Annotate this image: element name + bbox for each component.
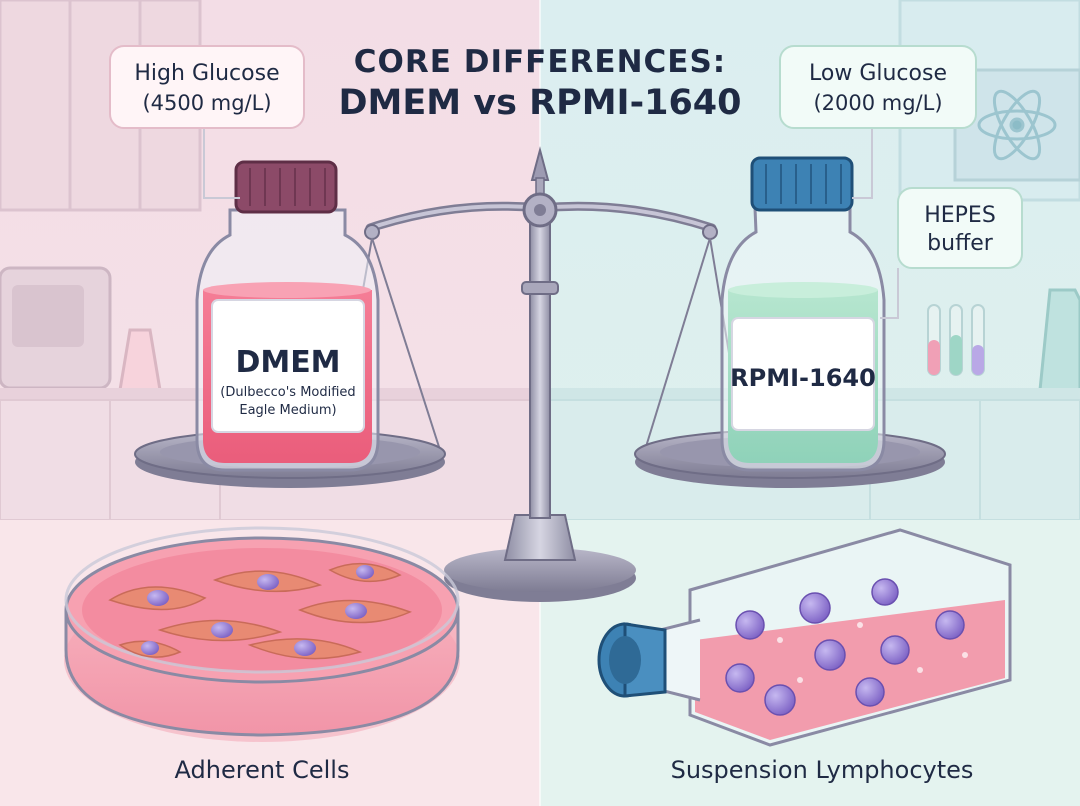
scale-column <box>529 199 551 519</box>
dmem-label <box>211 299 365 433</box>
culture-flask <box>597 528 1012 747</box>
high-glucose-label: High Glucose <box>134 61 279 86</box>
dmem-bottle-subtitle-2: Eagle Medium) <box>239 403 336 418</box>
suspension-cells <box>725 578 965 716</box>
title-line-2: DMEM vs RPMI-1640 <box>338 83 741 123</box>
dmem-bottle-subtitle-1: (Dulbecco's Modified <box>220 385 355 400</box>
adherent-cells-label: Adherent Cells <box>175 756 350 784</box>
petri-dish <box>64 526 460 742</box>
suspension-cells-label: Suspension Lymphocytes <box>671 756 974 784</box>
hepes-label-1: HEPES <box>924 203 996 228</box>
low-glucose-value: (2000 mg/L) <box>813 91 942 115</box>
dmem-bottle: DMEM (Dulbecco's Modified Eagle Medium) <box>195 160 380 472</box>
hepes-label-2: buffer <box>927 231 994 256</box>
test-tubes-icon <box>927 304 985 376</box>
low-glucose-label: Low Glucose <box>809 61 947 86</box>
low-glucose-callout: Low Glucose (2000 mg/L) <box>779 45 977 199</box>
adherent-cells <box>108 562 413 660</box>
title-line-1: CORE DIFFERENCES: <box>354 44 726 80</box>
atom-icon <box>977 89 1057 161</box>
rpmi-label <box>731 317 875 431</box>
hepes-callout: HEPES buffer <box>880 187 1023 319</box>
flask-cap <box>597 622 667 698</box>
rpmi-bottle: RPMI-1640 <box>720 156 886 472</box>
high-glucose-callout: High Glucose (4500 mg/L) <box>109 45 305 199</box>
high-glucose-value: (4500 mg/L) <box>142 91 271 115</box>
dmem-bottle-name: DMEM <box>235 345 340 380</box>
balance-scale <box>334 146 746 602</box>
rpmi-bottle-name: RPMI-1640 <box>730 364 876 392</box>
